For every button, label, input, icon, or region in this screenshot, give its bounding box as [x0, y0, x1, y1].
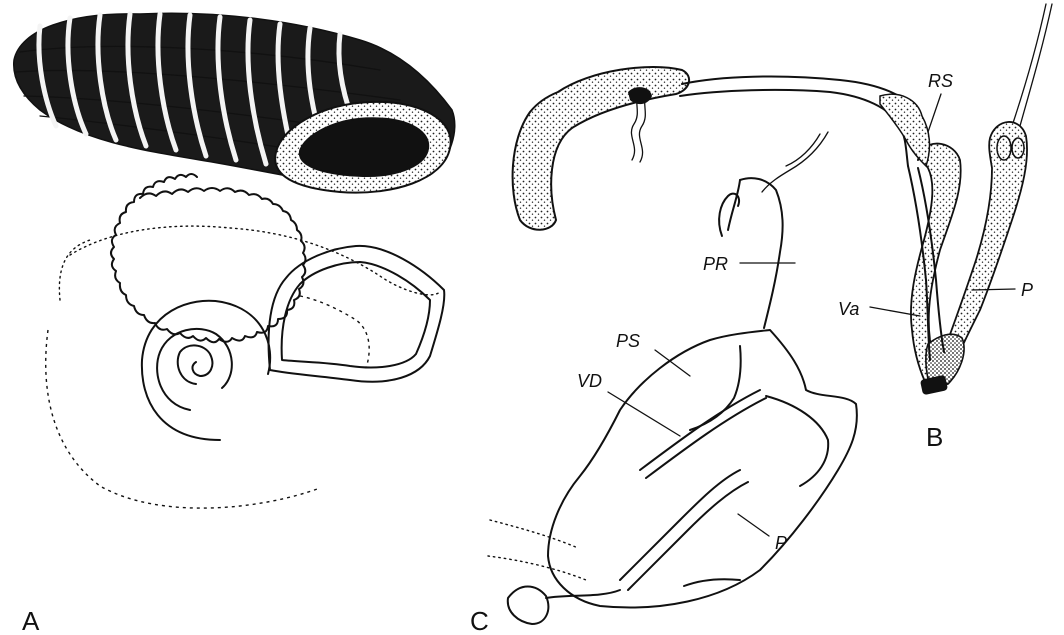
label-ps: PS	[616, 331, 640, 351]
reproductive-system-b	[911, 4, 1052, 394]
panel-label-b: B	[926, 422, 943, 452]
label-p-b: P	[1021, 280, 1033, 300]
label-va: Va	[838, 299, 859, 319]
label-pr: PR	[703, 254, 728, 274]
reproductive-system-c	[488, 67, 944, 624]
panel-label-a: A	[22, 606, 40, 635]
label-rs: RS	[928, 71, 953, 91]
shell-side-view	[14, 13, 455, 192]
panel-label-c: C	[470, 606, 489, 635]
label-vd: VD	[577, 371, 602, 391]
label-p-c: P	[775, 533, 787, 553]
shell-apical-view	[46, 174, 445, 508]
